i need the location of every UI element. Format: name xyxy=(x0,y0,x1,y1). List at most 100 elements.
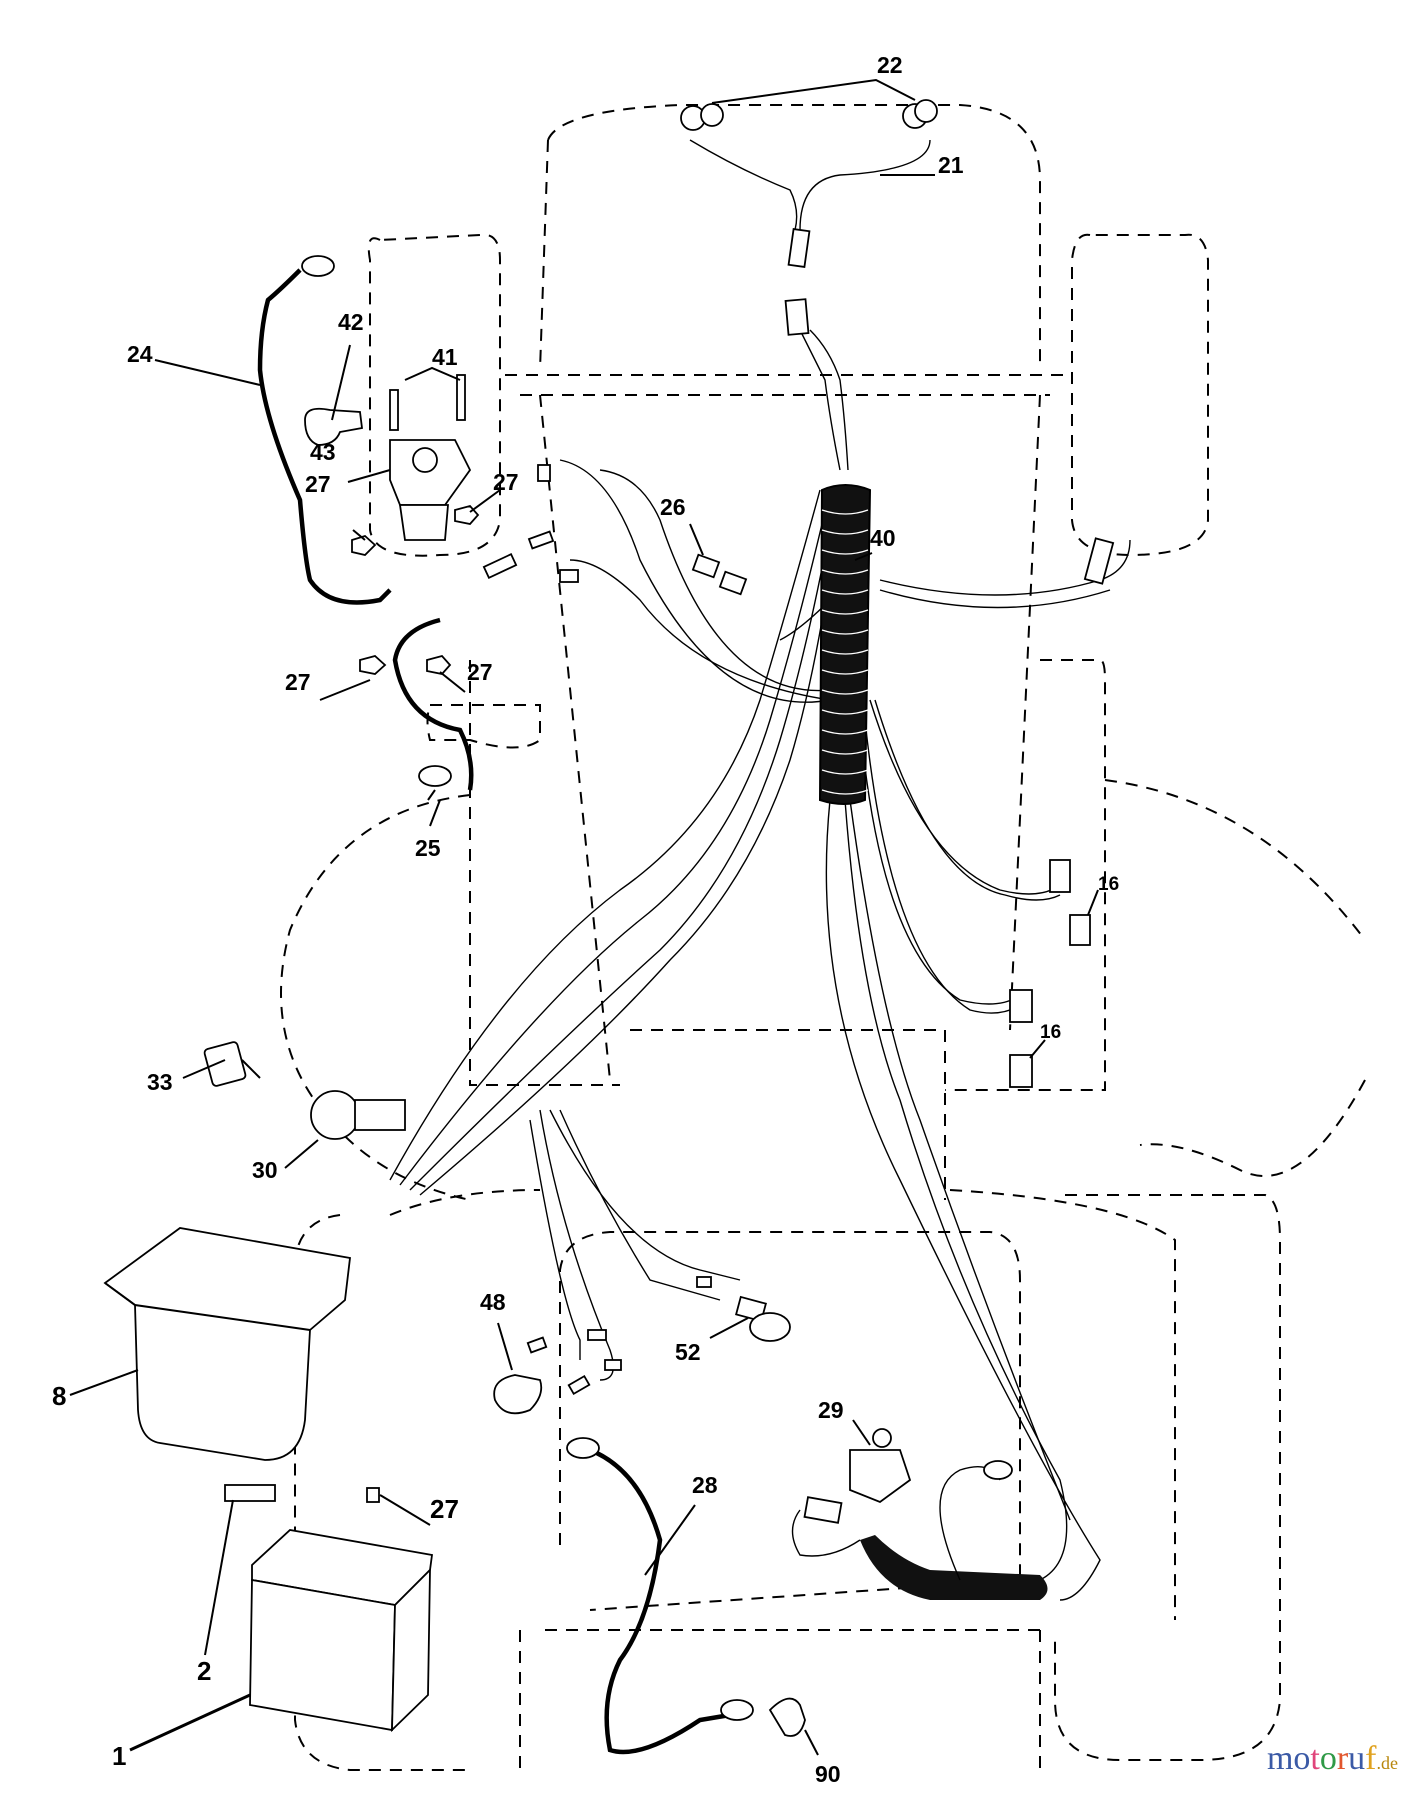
solenoid-area xyxy=(154,255,579,801)
leader-25 xyxy=(429,799,441,827)
battery-side xyxy=(391,1567,431,1733)
label-27-d: 27 xyxy=(467,659,493,685)
coiled-cord xyxy=(860,1535,1048,1600)
label-28: 28 xyxy=(692,1472,718,1498)
label-90: 90 xyxy=(815,1761,841,1787)
harness-wire xyxy=(879,589,1111,609)
connector-26-a xyxy=(691,553,721,579)
leaders-ignition xyxy=(182,1059,319,1169)
harness-wire xyxy=(389,489,821,1181)
connector xyxy=(696,1276,712,1288)
harness-headlight-connector xyxy=(784,298,810,336)
leader-27 xyxy=(379,1494,431,1526)
harness-wire xyxy=(399,489,831,1186)
cable-25 xyxy=(392,617,474,791)
harness-wire xyxy=(864,719,1021,1014)
label-42: 42 xyxy=(338,309,364,335)
harness-wire xyxy=(849,799,1071,1521)
harness-wire xyxy=(409,499,836,1191)
label-8: 8 xyxy=(52,1381,66,1411)
switch-29 xyxy=(791,1419,1048,1600)
ignition-area xyxy=(182,1041,406,1169)
bolt-41 xyxy=(389,389,399,431)
tray-edge xyxy=(104,1282,311,1331)
label-30: 30 xyxy=(252,1157,278,1183)
switch-plunger xyxy=(872,1428,892,1448)
label-27-a: 27 xyxy=(305,471,331,497)
wm-letter: r xyxy=(1336,1740,1349,1777)
label-33: 33 xyxy=(147,1069,173,1095)
label-16-b: 16 xyxy=(1040,1022,1061,1043)
label-41: 41 xyxy=(432,344,458,370)
tray xyxy=(103,1227,351,1461)
nut-27 xyxy=(366,1487,380,1503)
label-25: 25 xyxy=(415,835,441,861)
battery-tray-8 xyxy=(69,1227,351,1461)
headlight-harness xyxy=(689,139,931,231)
label-52: 52 xyxy=(675,1339,701,1365)
bulb-52 xyxy=(749,1312,791,1342)
rear-right-wheel xyxy=(1054,1194,1281,1761)
label-1: 1 xyxy=(112,1741,126,1771)
switch-16 xyxy=(1069,914,1091,946)
harness-wire xyxy=(599,469,831,692)
harness-wire xyxy=(559,459,831,703)
seat-area xyxy=(630,779,1366,1200)
label-27-c: 27 xyxy=(285,669,311,695)
leader-1 xyxy=(129,1693,251,1752)
leader-40 xyxy=(854,552,873,561)
label-16-a: 16 xyxy=(1098,874,1119,895)
wm-letter: m xyxy=(1266,1740,1294,1777)
solenoid-body xyxy=(398,504,449,541)
bulb-48 xyxy=(493,1374,543,1415)
leader-2 xyxy=(204,1499,234,1656)
key-shaft xyxy=(241,1059,261,1079)
connectors-48-52 xyxy=(493,1276,791,1415)
leader-22 xyxy=(711,78,916,104)
label-27-b: 27 xyxy=(493,469,519,495)
label-22: 22 xyxy=(877,52,903,78)
harness-wire xyxy=(874,699,1061,901)
connector xyxy=(559,569,579,583)
harness-wire xyxy=(569,559,831,701)
bulb-left xyxy=(700,103,724,127)
cable-eyelet xyxy=(301,255,335,277)
connector xyxy=(604,1359,622,1371)
harness-wire xyxy=(825,799,1101,1601)
boot xyxy=(768,1697,806,1737)
nut-27 xyxy=(359,655,387,675)
switch-body xyxy=(849,1449,912,1504)
front-axle-outline xyxy=(505,374,1070,396)
harness-wire xyxy=(549,1109,741,1281)
leader-28 xyxy=(644,1504,696,1576)
leader-8 xyxy=(69,1369,139,1396)
harness-wire xyxy=(799,329,841,471)
harness-wire xyxy=(879,539,1131,596)
connector-29 xyxy=(803,1496,843,1524)
right-front-wheel xyxy=(1071,233,1209,557)
harness-wire xyxy=(539,1109,614,1381)
leader-29 xyxy=(852,1419,871,1446)
connector-26-b xyxy=(718,570,748,596)
connector-26 xyxy=(691,553,748,596)
wm-letter: o xyxy=(1293,1740,1311,1777)
battery-cable-24 xyxy=(257,268,392,605)
connector-right-front xyxy=(1083,537,1115,585)
battery-1 xyxy=(129,1484,434,1752)
key-33 xyxy=(203,1041,247,1087)
wm-letter: t xyxy=(1310,1740,1320,1777)
leaders-48-52 xyxy=(497,1317,749,1371)
connector-48 xyxy=(526,1336,548,1354)
connector xyxy=(527,530,555,550)
harness-wire xyxy=(559,1109,721,1301)
label-43: 43 xyxy=(310,439,336,465)
connector xyxy=(567,1374,591,1396)
solenoid-terminal xyxy=(412,447,438,473)
cable-eyelet xyxy=(566,1437,600,1459)
cable-eyelet xyxy=(983,1460,1013,1480)
switch-16 xyxy=(1009,1054,1033,1088)
connector xyxy=(1009,989,1033,1023)
watermark-logo: motoruf.de xyxy=(1267,1740,1398,1778)
leaders-solenoid xyxy=(154,344,501,801)
